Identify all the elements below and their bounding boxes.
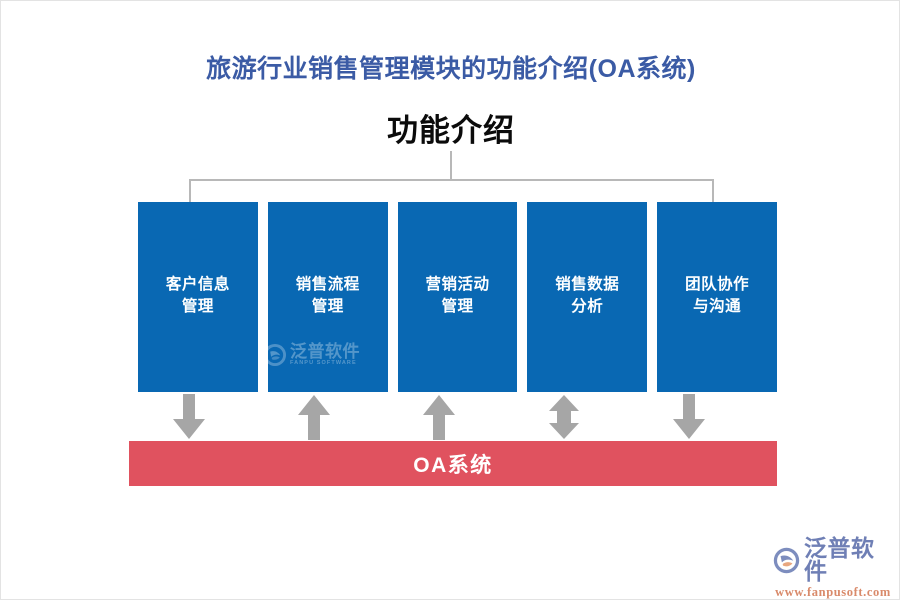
module-box-customer-info[interactable]: 客户信息 管理 xyxy=(138,202,258,392)
arrow-up-down-icon-sales-data-analysis xyxy=(549,395,579,439)
connector-horizontal-bus xyxy=(189,179,714,181)
module-label-line1: 销售流程 xyxy=(295,275,360,293)
module-label: 营销活动 管理 xyxy=(425,274,489,321)
module-label-line1: 营销活动 xyxy=(425,275,490,293)
module-label-line2: 分析 xyxy=(571,298,604,315)
fanpu-logo-icon xyxy=(773,547,800,573)
module-label: 团队协作 与沟通 xyxy=(685,274,749,321)
module-label: 客户信息 管理 xyxy=(166,274,230,321)
connector-drop-right xyxy=(712,179,714,203)
module-box-marketing-activity[interactable]: 营销活动 管理 xyxy=(397,202,518,392)
module-label-line2: 管理 xyxy=(181,298,214,315)
diagram-root-label: 功能介绍 xyxy=(387,113,515,148)
arrow-down-icon-team-collaboration xyxy=(673,394,705,439)
module-box-sales-data-analysis[interactable]: 销售数据 分析 xyxy=(527,202,648,392)
module-label: 销售流程 管理 xyxy=(296,274,360,321)
corner-brand-logo: 泛普软件 www.fanpusoft.com xyxy=(773,537,893,599)
base-platform-label: OA系统 xyxy=(413,453,493,477)
page-title: 旅游行业销售管理模块的功能介绍(OA系统) xyxy=(206,55,696,83)
module-label-line1: 团队协作 xyxy=(685,275,750,293)
logo-url: www.fanpusoft.com xyxy=(775,585,891,599)
connector-stem xyxy=(450,151,452,180)
arrow-down-icon-customer-info xyxy=(173,394,205,439)
module-label: 销售数据 分析 xyxy=(555,274,619,321)
arrow-up-icon-sales-process xyxy=(298,395,330,440)
logo-brand-cn: 泛普软件 xyxy=(804,535,875,584)
module-label-line2: 管理 xyxy=(441,298,474,315)
module-label-line1: 销售数据 xyxy=(555,275,620,293)
module-label-line2: 与沟通 xyxy=(693,298,742,315)
module-box-sales-process[interactable]: 销售流程 管理 xyxy=(267,202,388,392)
module-label-line1: 客户信息 xyxy=(165,275,230,293)
module-box-row: 客户信息 管理 销售流程 管理 营销活动 管理 销售数据 分析 团队协作 xyxy=(138,202,777,392)
module-label-line2: 管理 xyxy=(311,298,344,315)
connector-drop-left xyxy=(189,179,191,203)
arrow-up-icon-marketing-activity xyxy=(423,395,455,440)
module-box-team-collaboration[interactable]: 团队协作 与沟通 xyxy=(657,202,777,392)
logo-row: 泛普软件 xyxy=(773,537,893,583)
base-platform-bar[interactable]: OA系统 xyxy=(129,441,777,486)
